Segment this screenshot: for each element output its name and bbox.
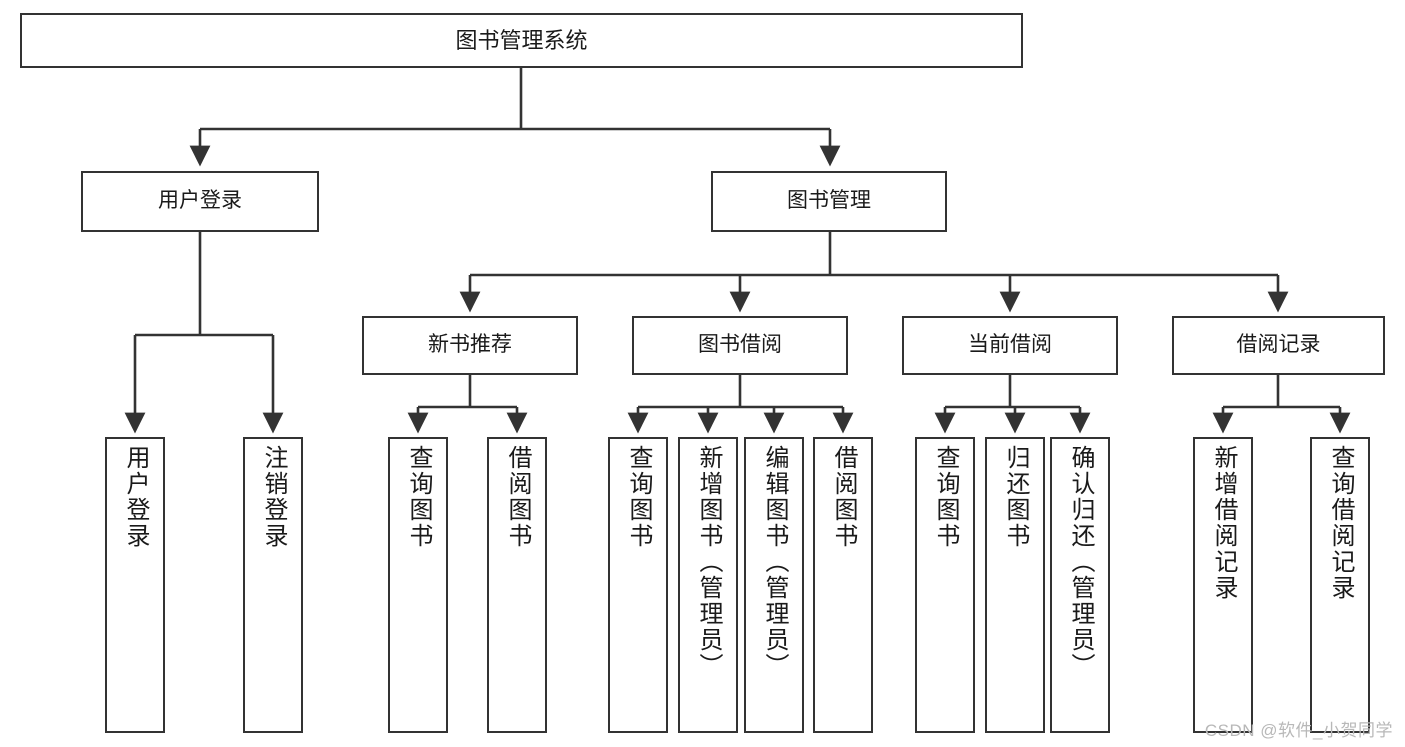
node-label: 图书借阅 xyxy=(698,333,782,357)
node-user-login[interactable]: 用户登录 xyxy=(81,171,319,232)
node-label: 借阅记录 xyxy=(1236,333,1321,357)
node-label: 当前借阅 xyxy=(968,333,1052,357)
node-book-management[interactable]: 图书管理 xyxy=(711,171,947,232)
node-label: 用户登录 xyxy=(122,445,149,549)
node-label: 查询图书 xyxy=(625,445,652,549)
node-leaf-logout[interactable]: 注销登录 xyxy=(243,437,303,733)
node-label: 新书推荐 xyxy=(428,333,512,357)
node-leaf-query-book-borrow[interactable]: 查询图书 xyxy=(608,437,668,733)
node-leaf-borrow-book[interactable]: 借阅图书 xyxy=(813,437,873,733)
node-label: 新增图书（管理员） xyxy=(695,445,722,679)
node-leaf-add-book-admin[interactable]: 新增图书（管理员） xyxy=(678,437,738,733)
node-current-borrow[interactable]: 当前借阅 xyxy=(902,316,1118,375)
node-label: 新增借阅记录 xyxy=(1210,445,1237,601)
node-label: 查询图书 xyxy=(405,445,432,549)
node-leaf-borrow-book-recommend[interactable]: 借阅图书 xyxy=(487,437,547,733)
node-new-book-recommend[interactable]: 新书推荐 xyxy=(362,316,578,375)
node-leaf-confirm-return-admin[interactable]: 确认归还（管理员） xyxy=(1050,437,1110,733)
node-label: 注销登录 xyxy=(260,445,287,549)
node-label: 图书管理 xyxy=(787,189,871,213)
node-label: 用户登录 xyxy=(158,189,242,213)
node-label: 借阅图书 xyxy=(504,445,531,549)
node-leaf-edit-book-admin[interactable]: 编辑图书（管理员） xyxy=(744,437,804,733)
node-label: 确认归还（管理员） xyxy=(1067,445,1094,679)
node-leaf-user-login[interactable]: 用户登录 xyxy=(105,437,165,733)
node-label: 查询图书 xyxy=(932,445,959,549)
node-label: 查询借阅记录 xyxy=(1327,445,1354,601)
node-label: 编辑图书（管理员） xyxy=(761,445,788,679)
node-label: 图书管理系统 xyxy=(455,27,588,53)
node-leaf-add-borrow-record[interactable]: 新增借阅记录 xyxy=(1193,437,1253,733)
node-borrow-record[interactable]: 借阅记录 xyxy=(1172,316,1385,375)
node-label: 借阅图书 xyxy=(830,445,857,549)
node-label: 归还图书 xyxy=(1002,445,1029,549)
node-leaf-query-book-recommend[interactable]: 查询图书 xyxy=(388,437,448,733)
node-leaf-query-book-current[interactable]: 查询图书 xyxy=(915,437,975,733)
node-book-management-system[interactable]: 图书管理系统 xyxy=(20,13,1023,68)
node-leaf-query-borrow-record[interactable]: 查询借阅记录 xyxy=(1310,437,1370,733)
node-book-borrow[interactable]: 图书借阅 xyxy=(632,316,848,375)
csdn-watermark: CSDN @软件_小贺同学 xyxy=(1204,721,1393,740)
node-leaf-return-book[interactable]: 归还图书 xyxy=(985,437,1045,733)
